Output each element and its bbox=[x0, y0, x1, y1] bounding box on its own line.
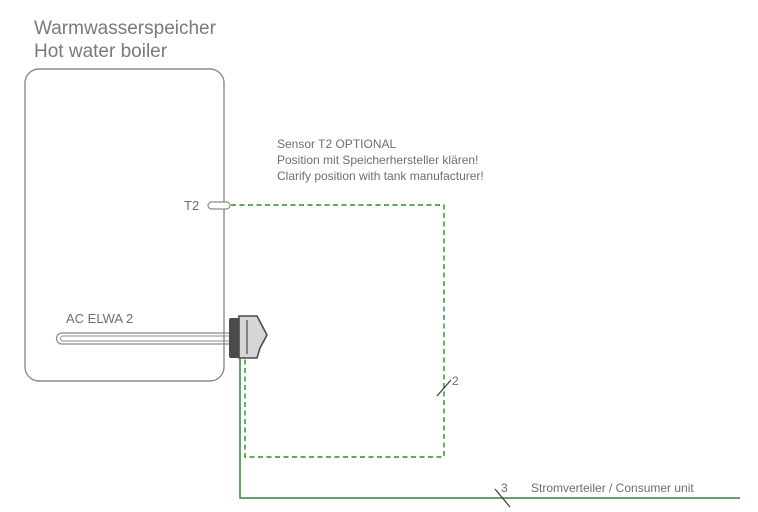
sensor-cable-dashed bbox=[231, 204, 445, 458]
sensor-note-line1: Sensor T2 OPTIONAL bbox=[277, 137, 396, 151]
sensor-t2-icon bbox=[207, 201, 231, 210]
device-flange bbox=[229, 318, 239, 358]
sensor-t2-label: T2 bbox=[184, 198, 199, 213]
cable-core-tick-3 bbox=[494, 488, 511, 508]
sensor-note-line2: Position mit Speicherhersteller klären! bbox=[277, 153, 478, 167]
cable-core-tick-2 bbox=[436, 379, 452, 397]
heater-device-head bbox=[229, 315, 268, 359]
device-housing bbox=[238, 315, 268, 359]
power-cable-core-count: 3 bbox=[501, 481, 508, 495]
heating-rod-outer bbox=[55, 332, 233, 345]
tank-title-de: Warmwasserspeicher bbox=[34, 18, 217, 39]
hot-water-tank bbox=[24, 68, 225, 382]
power-cable bbox=[239, 358, 740, 499]
consumer-unit-label: Stromverteiler / Consumer unit bbox=[531, 481, 694, 495]
tank-title-en: Hot water boiler bbox=[34, 41, 168, 62]
sensor-cable-core-count: 2 bbox=[452, 374, 459, 388]
heating-rod-inner bbox=[60, 335, 233, 342]
heater-label: AC ELWA 2 bbox=[66, 311, 133, 326]
sensor-note-line3: Clarify position with tank manufacturer! bbox=[277, 169, 484, 183]
